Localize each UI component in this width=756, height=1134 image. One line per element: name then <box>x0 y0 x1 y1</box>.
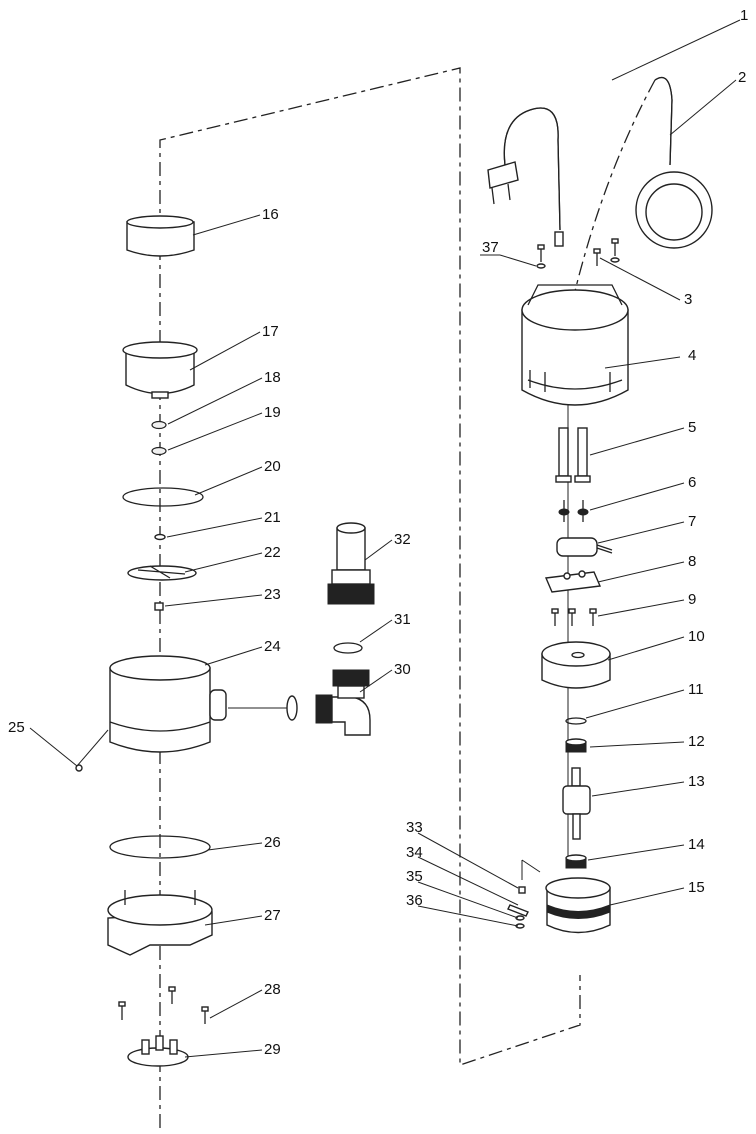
part-21-washer <box>154 533 166 541</box>
part-10-cover <box>541 641 611 689</box>
part-label: 35 <box>406 868 423 885</box>
part-31-oring <box>333 642 363 654</box>
part-label: 10 <box>688 628 705 645</box>
part-15-stator <box>545 877 611 934</box>
leader-lines <box>29 19 741 1058</box>
part-label: 28 <box>264 981 281 998</box>
part-16-cap <box>126 215 195 257</box>
part-label: 33 <box>406 819 423 836</box>
part-label: 12 <box>688 733 705 750</box>
part-label: 3 <box>684 291 692 308</box>
part-label: 34 <box>406 844 423 861</box>
part-23-nut <box>154 602 164 611</box>
part-label: 23 <box>264 586 281 603</box>
part-6-nuts <box>558 500 589 522</box>
part-label: 31 <box>394 611 411 628</box>
part-8-terminal-block <box>544 570 602 593</box>
part-22-impeller <box>127 565 197 581</box>
part-label: 26 <box>264 834 281 851</box>
part-30-elbow <box>286 669 371 736</box>
part-14-bearing <box>565 854 587 869</box>
part-label: 20 <box>264 458 281 475</box>
part-17-cup <box>122 341 198 399</box>
part-label: 32 <box>394 531 411 548</box>
part-label: 2 <box>738 69 746 86</box>
part-label: 8 <box>688 553 696 570</box>
part-label: 18 <box>264 369 281 386</box>
part-12-bearing <box>565 738 587 753</box>
part-label: 7 <box>688 513 696 530</box>
part-labels: 1 2 3 4 5 6 7 8 9 10 11 12 13 14 15 16 1… <box>8 7 748 1058</box>
part-13-rotor <box>562 767 591 840</box>
part-label: 14 <box>688 836 705 853</box>
part-37-screws <box>536 244 546 269</box>
part-label: 29 <box>264 1041 281 1058</box>
part-11-ring <box>565 717 587 725</box>
part-label: 9 <box>688 591 696 608</box>
part-5-rods <box>555 427 591 483</box>
part-26-oring <box>109 835 211 859</box>
part-label: 21 <box>264 509 281 526</box>
part-7-capacitor <box>556 537 613 557</box>
part-27-base <box>107 890 213 956</box>
part-label: 6 <box>688 474 696 491</box>
part-label: 13 <box>688 773 705 790</box>
part-18-washer <box>151 420 167 430</box>
part-33-36-screw-set <box>507 859 541 929</box>
part-9-screws <box>551 608 597 626</box>
part-1-cable-plug <box>487 107 564 247</box>
part-label: 19 <box>264 404 281 421</box>
part-label: 25 <box>8 719 25 736</box>
part-label: 22 <box>264 544 281 561</box>
part-2-float-switch <box>635 76 713 249</box>
part-label: 4 <box>688 347 696 364</box>
part-label: 11 <box>688 681 704 698</box>
part-label: 5 <box>688 419 696 436</box>
part-label: 36 <box>406 892 423 909</box>
part-20-ring <box>122 487 204 507</box>
part-label: 27 <box>264 907 281 924</box>
part-32-connector <box>327 522 375 605</box>
part-25-screw <box>75 764 83 772</box>
part-label: 24 <box>264 638 281 655</box>
part-label: 17 <box>262 323 279 340</box>
part-label: 37 <box>482 239 499 256</box>
part-3-screws <box>593 238 620 266</box>
part-label: 1 <box>740 7 748 24</box>
part-4-motor-housing <box>521 284 629 406</box>
part-label: 16 <box>262 206 279 223</box>
part-28-screws <box>118 986 209 1024</box>
part-19-washer <box>151 446 167 456</box>
part-24-housing <box>109 655 227 753</box>
part-label: 15 <box>688 879 705 896</box>
part-29-strainer <box>127 1035 189 1067</box>
part-label: 30 <box>394 661 411 678</box>
